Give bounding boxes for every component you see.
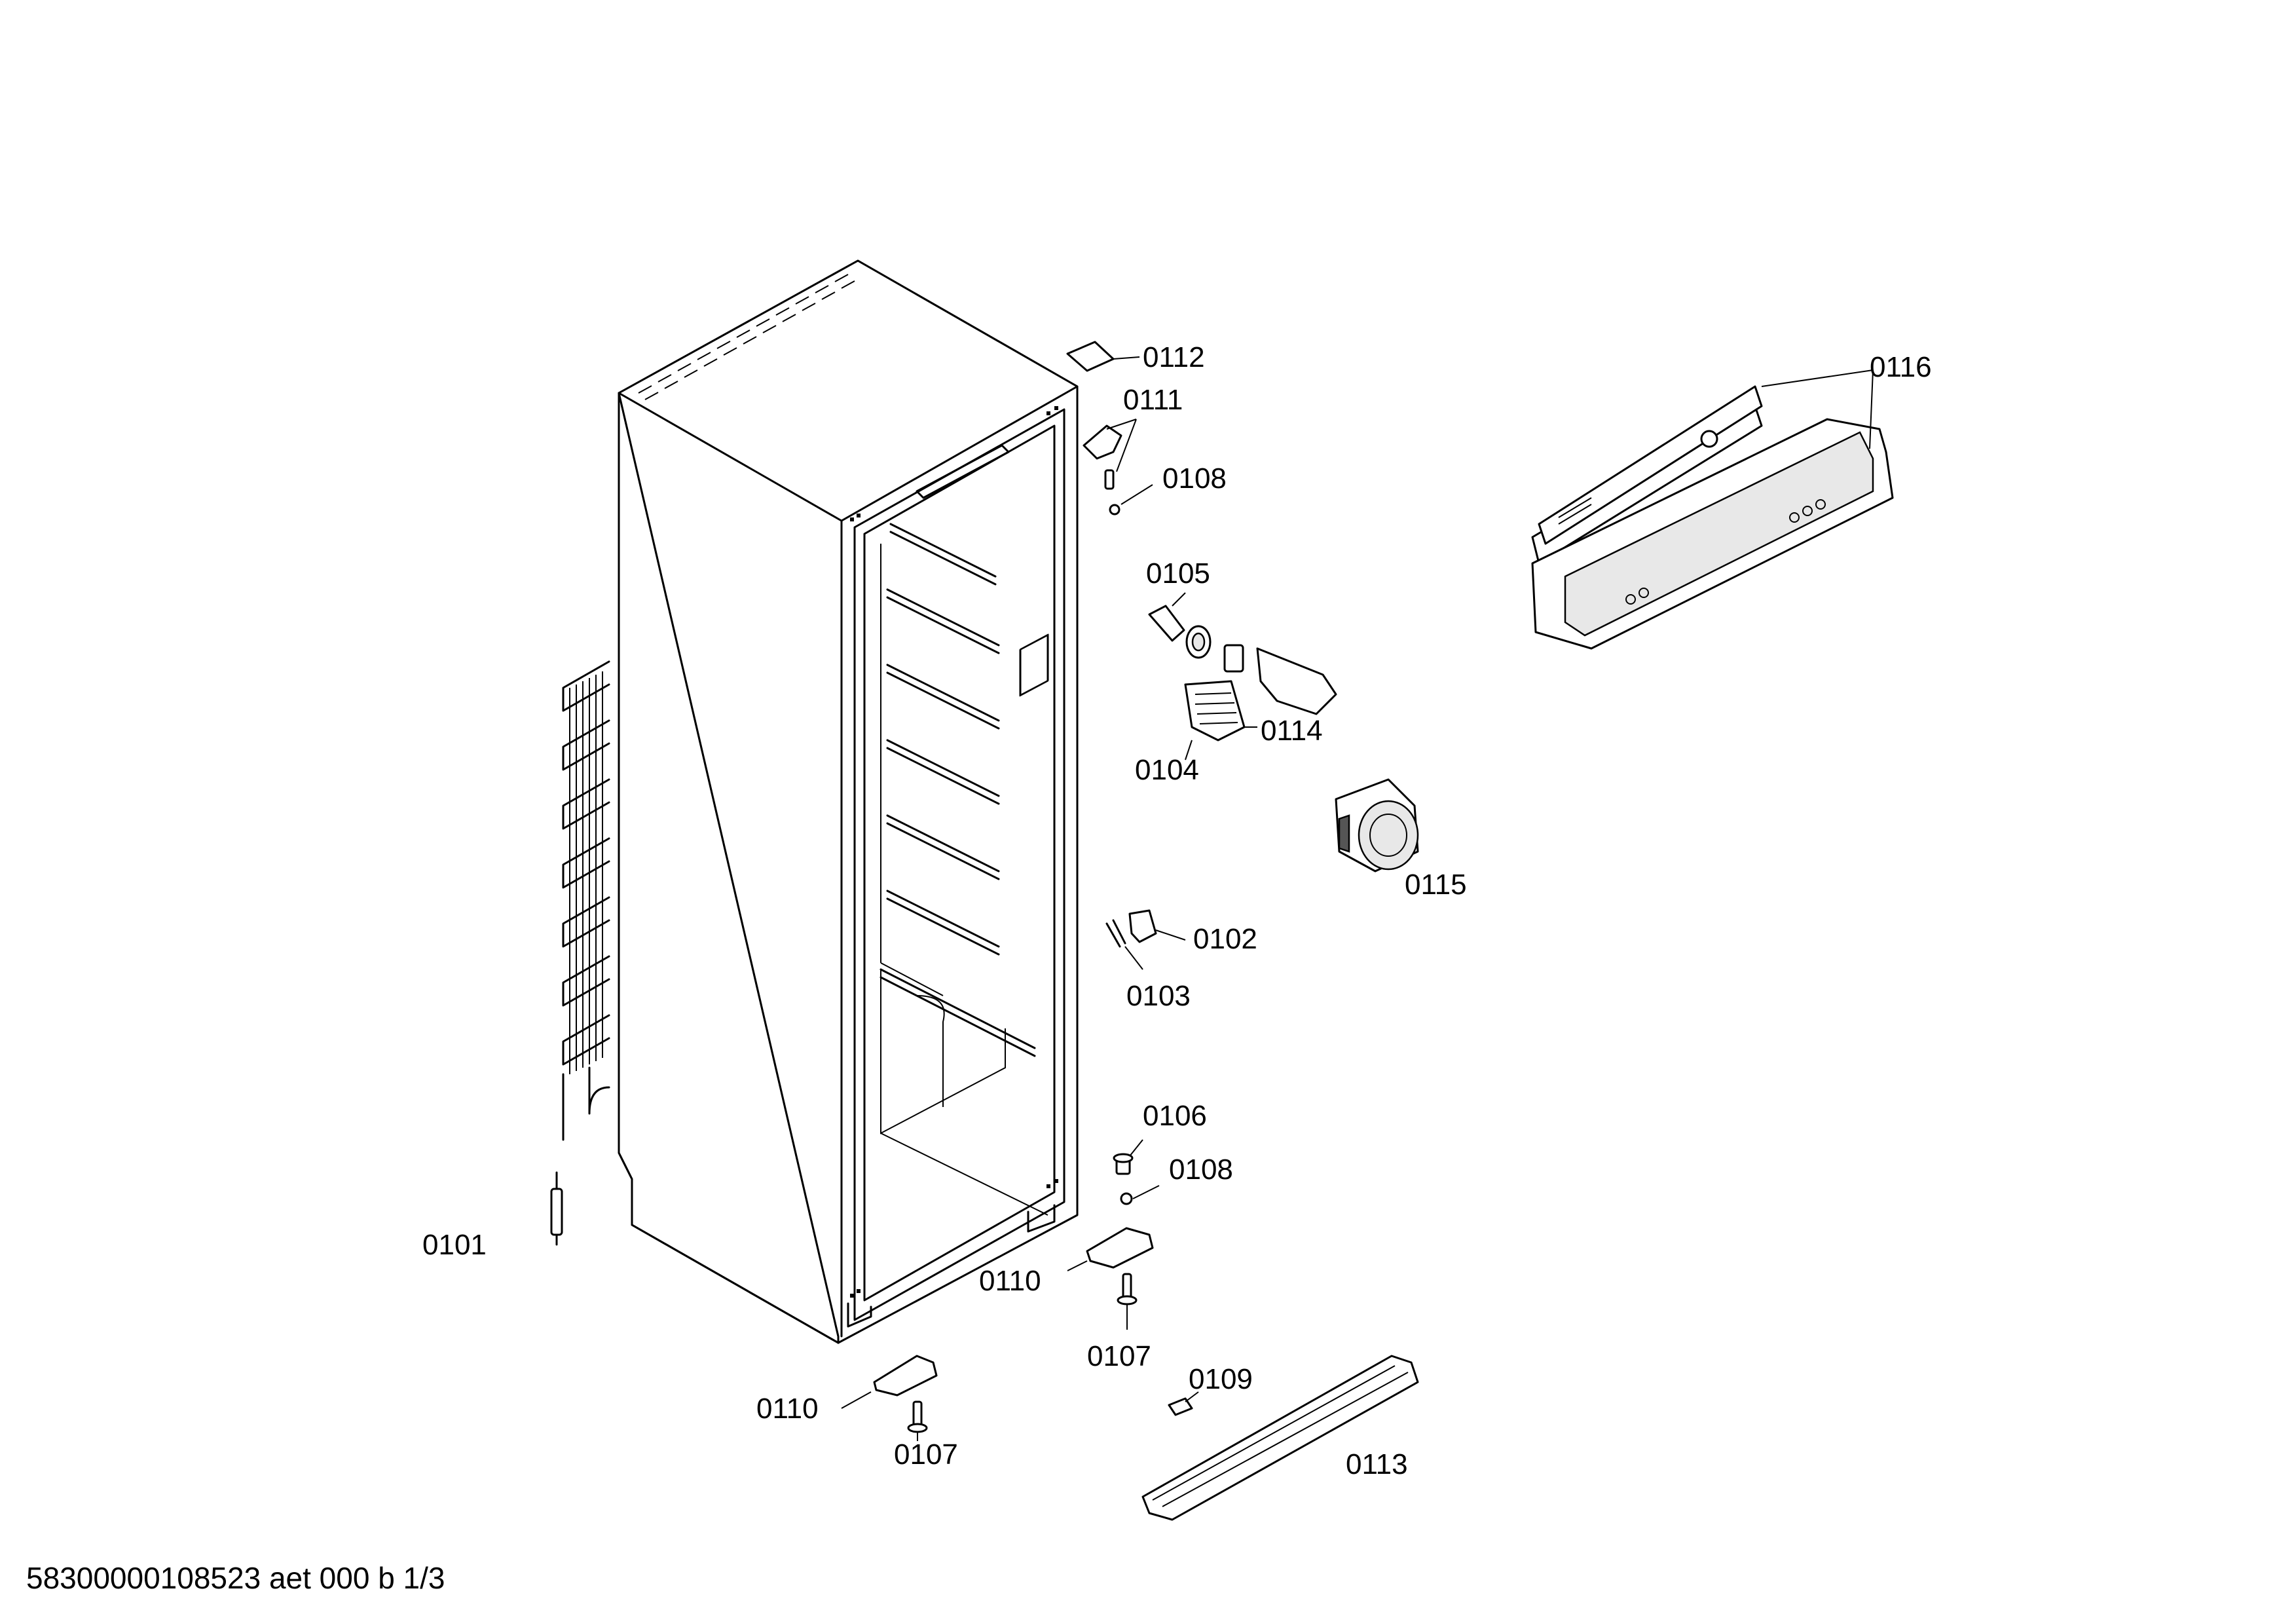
part-0107-screw-lower (907, 1400, 928, 1433)
label-0106: 0106 (1143, 1100, 1207, 1132)
leader-lines (841, 356, 1874, 1441)
part-0104-housing (1184, 680, 1246, 741)
part-0105-lamp (1148, 605, 1244, 673)
top-vent-slots (638, 274, 855, 400)
label-0112: 0112 (1143, 341, 1205, 373)
document-id: 58300000108523 aet 000 b 1/3 (26, 1561, 445, 1595)
label-0104: 0104 (1135, 754, 1199, 786)
label-0115: 0115 (1405, 869, 1467, 901)
label-0101: 0101 (422, 1229, 487, 1261)
refrigerator-cabinet (618, 259, 1079, 1344)
part-0113-base-grille (1141, 1355, 1419, 1521)
label-0113: 0113 (1346, 1448, 1408, 1480)
label-0107-upper: 0107 (1087, 1340, 1151, 1372)
part-0115-fan (1335, 778, 1419, 873)
label-0102: 0102 (1193, 923, 1257, 955)
label-0116: 0116 (1870, 351, 1932, 383)
part-0116-control-panel (1531, 385, 1894, 650)
frame-holes (850, 406, 1058, 1298)
label-0105: 0105 (1146, 557, 1210, 590)
part-0112-pad (1066, 341, 1115, 372)
shelf-rails (880, 523, 1036, 1057)
part-0111-bracket (1083, 424, 1122, 460)
sensor-tube (550, 1171, 563, 1246)
part-0114-lamp-cover (1256, 647, 1337, 715)
part-0106-pin (1113, 1153, 1134, 1175)
part-0110-hinge-lower (873, 1355, 938, 1397)
label-0103: 0103 (1126, 980, 1191, 1012)
part-0107-screw-upper (1117, 1273, 1138, 1305)
label-0110-upper: 0110 (979, 1265, 1041, 1297)
condenser-coil (562, 660, 610, 1141)
label-0107-lower: 0107 (894, 1438, 958, 1471)
part-0109-clip (1168, 1397, 1193, 1416)
label-0108-lower: 0108 (1169, 1154, 1233, 1186)
part-0108-washer-lower (1120, 1192, 1133, 1205)
part-0108-screw-top (1104, 469, 1120, 516)
label-0111: 0111 (1123, 384, 1183, 416)
label-0114: 0114 (1261, 715, 1323, 747)
part-0102-clip (1105, 909, 1157, 948)
label-0108-top: 0108 (1162, 462, 1227, 495)
label-0109: 0109 (1189, 1363, 1253, 1395)
label-0110-lower: 0110 (756, 1393, 819, 1425)
part-0110-hinge-upper (1086, 1227, 1154, 1269)
